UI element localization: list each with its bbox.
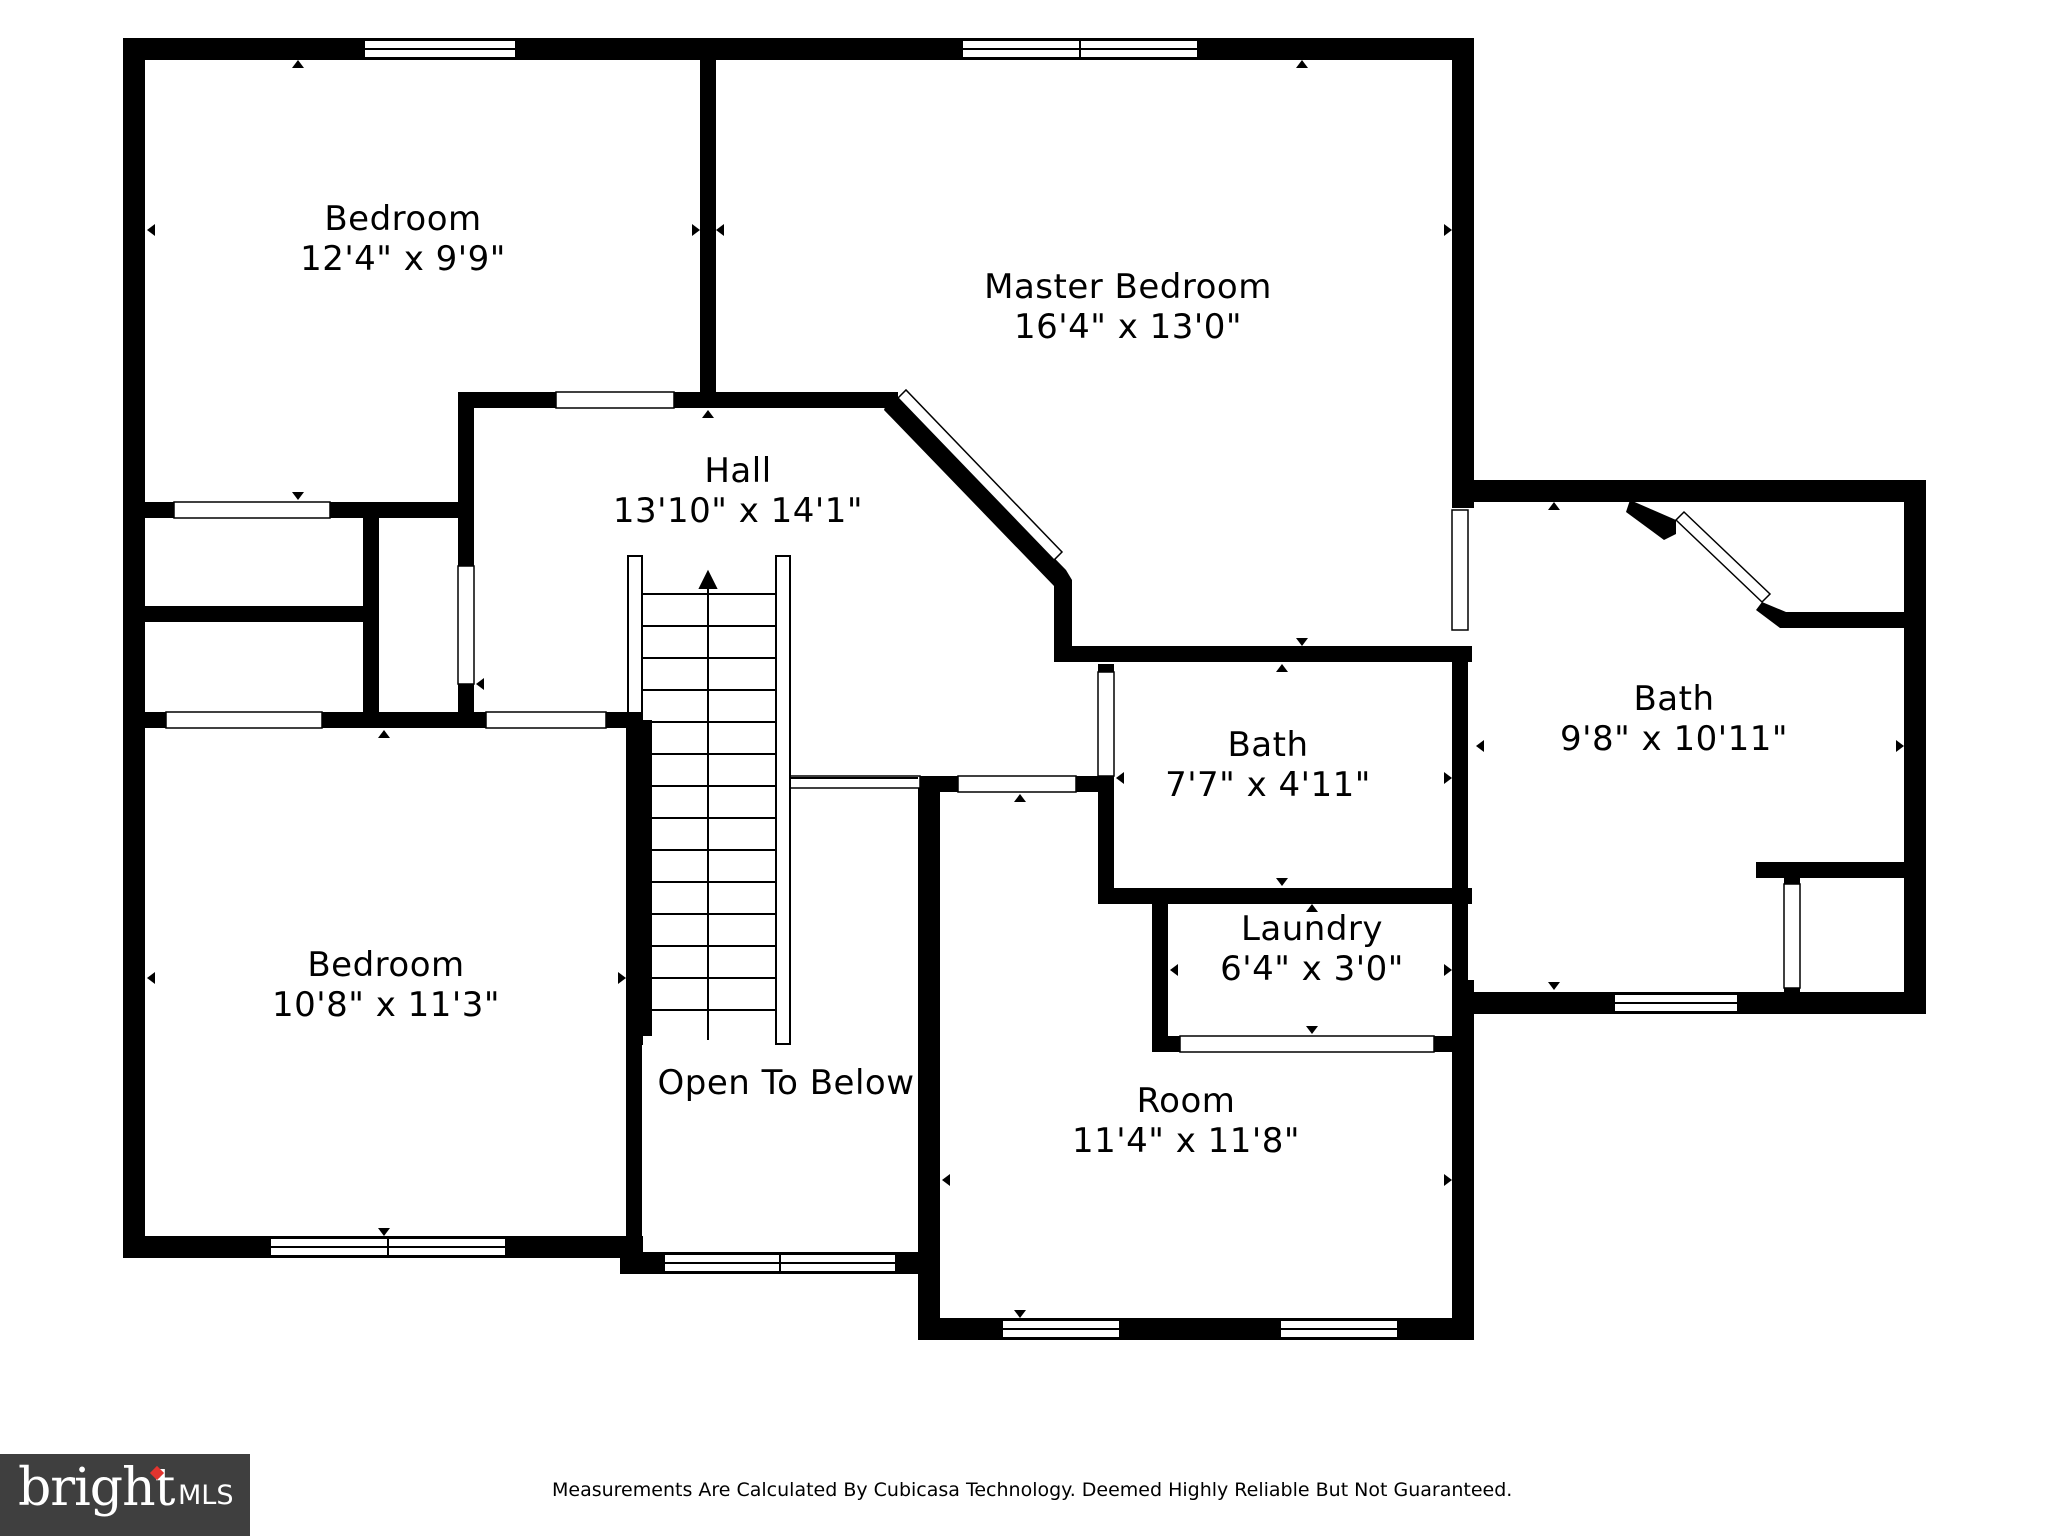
bath-large-size: 9'8" x 10'11" [1560, 719, 1788, 759]
master-size: 16'4" x 13'0" [1014, 307, 1242, 347]
bedroom-ne-name: Bedroom [324, 199, 481, 239]
logo-text: bright [18, 1458, 175, 1518]
hall-name: Hall [704, 451, 771, 491]
room-labels: Bedroom 12'4" x 9'9" Master Bedroom 16'4… [272, 199, 1788, 1161]
open-to-below-label: Open To Below [657, 1063, 914, 1103]
master-name: Master Bedroom [984, 267, 1272, 307]
disclaimer: Measurements Are Calculated By Cubicasa … [552, 1479, 1513, 1501]
laundry-size: 6'4" x 3'0" [1220, 949, 1404, 989]
logo-suffix: MLS [178, 1480, 234, 1511]
bedroom-sw-name: Bedroom [307, 945, 464, 985]
dimension-ticks [147, 60, 1904, 1318]
bright-mls-logo: bright MLS [0, 1454, 250, 1536]
door-openings [165, 388, 1801, 1053]
room-name: Room [1137, 1081, 1236, 1121]
stairs [627, 555, 918, 1045]
room-size: 11'4" x 11'8" [1072, 1121, 1300, 1161]
hall-size: 13'10" x 14'1" [613, 491, 863, 531]
bath-small-name: Bath [1227, 725, 1308, 765]
bedroom-ne-size: 12'4" x 9'9" [300, 239, 506, 279]
windows [269, 39, 1739, 1339]
laundry-name: Laundry [1241, 909, 1383, 949]
bath-small-size: 7'7" x 4'11" [1165, 765, 1371, 805]
bedroom-sw-size: 10'8" x 11'3" [272, 985, 500, 1025]
bath-large-name: Bath [1633, 679, 1714, 719]
